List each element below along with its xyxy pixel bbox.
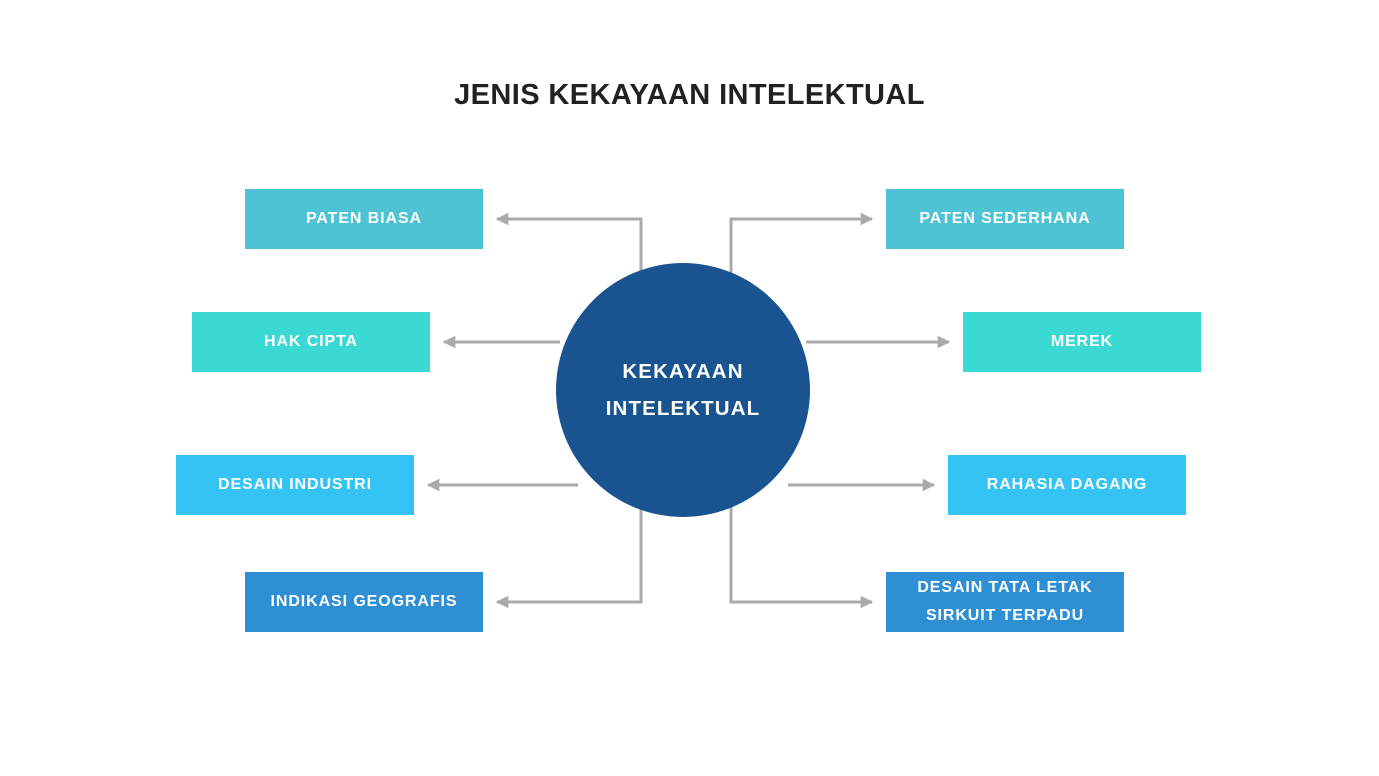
hub-label: KEKAYAAN INTELEKTUAL [556,353,810,428]
connector-paten-sederhana [729,212,874,285]
node-label: DESAIN TATA LETAK SIRKUIT TERPADU [917,579,1093,624]
node-rahasia-dagang[interactable]: RAHASIA DAGANG [948,455,1186,515]
node-label: PATEN BIASA [306,210,422,227]
node-label: PATEN SEDERHANA [919,210,1091,227]
hub-label-line-1: KEKAYAAN [622,359,744,383]
node-indikasi-geografis[interactable]: INDIKASI GEOGRAFIS [245,572,483,632]
node-label: MEREK [1050,333,1114,350]
hub-node-kekayaan-intelektual[interactable]: KEKAYAAN INTELEKTUAL [556,263,810,517]
node-label: HAK CIPTA [263,333,359,350]
node-merek[interactable]: MEREK [963,312,1201,372]
hub-label-line-2: INTELEKTUAL [605,397,761,420]
node-paten-biasa[interactable]: PATEN BIASA [245,189,483,249]
node-desain-industri[interactable]: DESAIN INDUSTRI [176,455,414,515]
node-label: RAHASIA DAGANG [986,476,1148,493]
node-hak-cipta[interactable]: HAK CIPTA [192,312,430,372]
connector-paten-biasa [495,212,643,285]
node-label: INDIKASI GEOGRAFIS [270,593,458,610]
node-paten-sederhana[interactable]: PATEN SEDERHANA [886,189,1124,249]
page-title: JENIS KEKAYAAN INTELEKTUAL [454,79,925,111]
node-desain-tata-letak[interactable]: DESAIN TATA LETAK SIRKUIT TERPADU [886,572,1124,632]
connector-desain-tata-letak [729,495,874,609]
connector-indikasi-geografis [495,495,643,609]
node-label: DESAIN INDUSTRI [218,476,372,493]
